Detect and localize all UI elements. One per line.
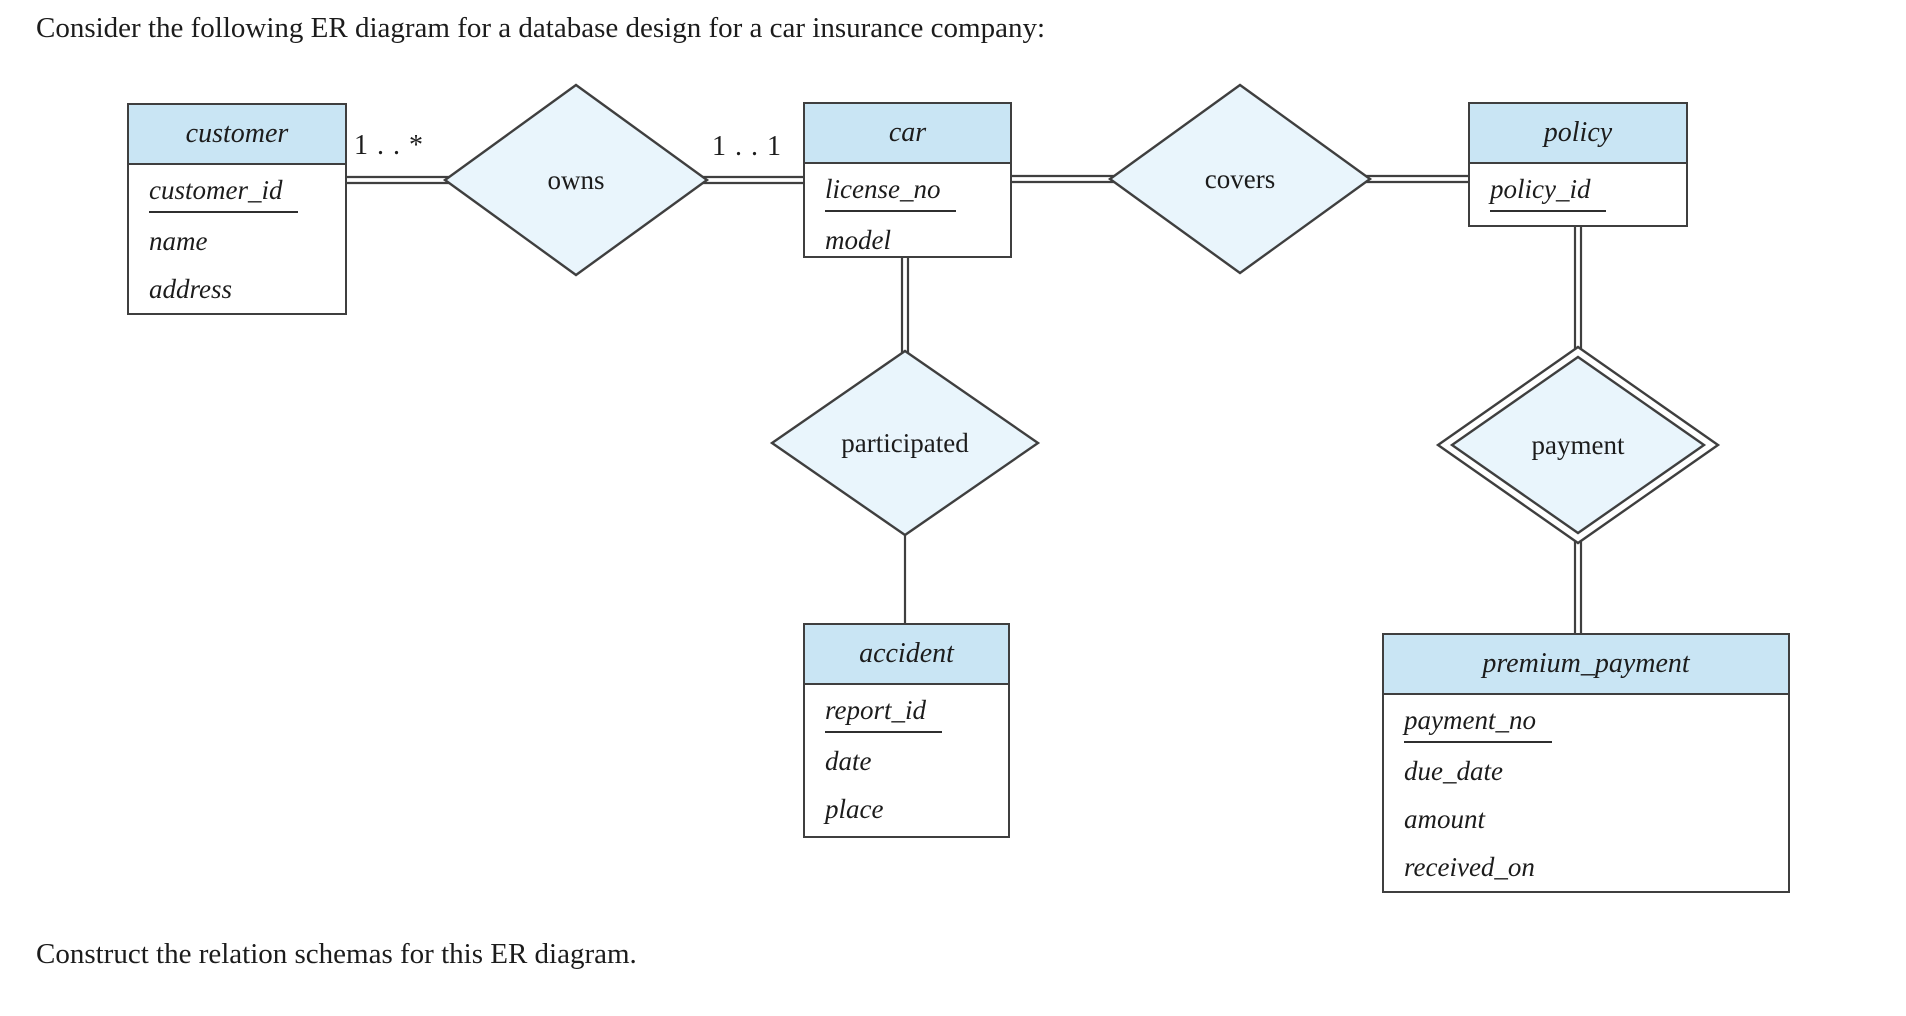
attribute-row: due_date — [1404, 755, 1503, 786]
payment-relationship-label: payment — [1531, 430, 1625, 460]
attribute-row: amount — [1404, 803, 1485, 834]
page-title: Consider the following ER diagram for a … — [36, 12, 1046, 44]
cardinality-label-owns-car: 1 . . 1 — [712, 131, 782, 162]
attribute-row: license_no — [825, 169, 1010, 217]
attribute-row: date — [825, 745, 872, 776]
entity-policy-attributes: policy_id — [1470, 164, 1686, 217]
entity-customer-attributes: customer_id name address — [129, 165, 345, 314]
entity-car-name: car — [805, 104, 1010, 164]
attribute-row: model — [825, 224, 891, 255]
footer-instruction: Construct the relation schemas for this … — [36, 938, 637, 970]
attribute-row: payment_no — [1404, 700, 1788, 748]
payment-identifying-relationship-inner-diamond — [1449, 355, 1707, 535]
owns-relationship-label: owns — [547, 165, 605, 195]
entity-policy-name: policy — [1470, 104, 1686, 164]
owns-relationship-diamond — [442, 83, 710, 277]
attribute-row: report_id — [825, 690, 1008, 738]
entity-premium-payment-name: premium_payment — [1384, 635, 1788, 695]
entity-car-attributes: license_no model — [805, 164, 1010, 265]
attribute-row: address — [149, 273, 233, 304]
attribute-row: customer_id — [149, 170, 345, 218]
entity-premium-payment-attributes: payment_no due_date amount received_on — [1384, 695, 1788, 892]
entity-policy: policy policy_id — [1468, 102, 1688, 227]
attribute-row: policy_id — [1490, 169, 1686, 217]
covers-relationship-label: covers — [1204, 164, 1276, 194]
covers-relationship-diamond — [1107, 83, 1373, 275]
entity-accident-attributes: report_id date place — [805, 685, 1008, 834]
entity-accident-name: accident — [805, 625, 1008, 685]
attribute-row: place — [825, 793, 884, 824]
attribute-row: received_on — [1404, 851, 1535, 882]
entity-accident: accident report_id date place — [803, 623, 1010, 838]
attribute-row: name — [149, 225, 208, 256]
entity-car: car license_no model — [803, 102, 1012, 258]
entity-customer: customer customer_id name address — [127, 103, 347, 315]
cardinality-label-customer-owns: 1 . . * — [354, 130, 424, 161]
participated-relationship-diamond — [769, 349, 1041, 537]
entity-premium-payment: premium_payment payment_no due_date amou… — [1382, 633, 1790, 893]
entity-customer-name: customer — [129, 105, 345, 165]
participated-relationship-label: participated — [841, 428, 969, 458]
